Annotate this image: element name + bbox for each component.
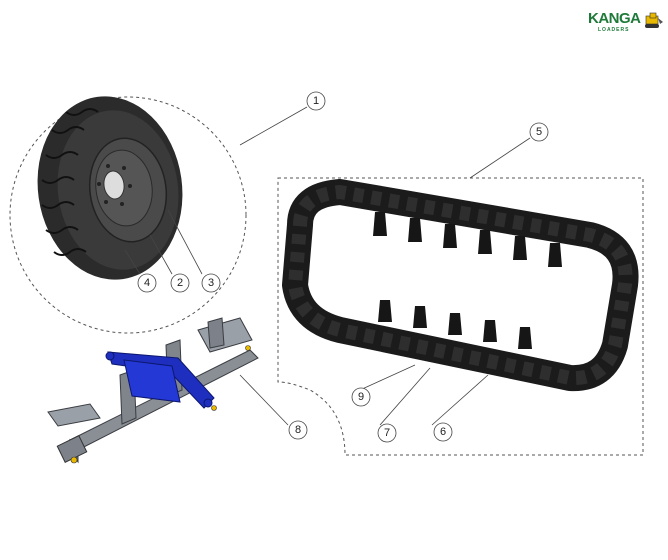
svg-text:7: 7 [384, 427, 390, 439]
callout-1: 1 [306, 91, 326, 111]
svg-text:2: 2 [177, 277, 183, 289]
callout-2: 2 [170, 273, 190, 293]
track-adapter-frame [47, 317, 259, 464]
callout-3: 3 [201, 273, 221, 293]
callout-8: 8 [288, 420, 308, 440]
callout-6: 6 [433, 422, 453, 442]
svg-text:6: 6 [440, 426, 446, 438]
logo-brand: KANGA [588, 10, 641, 27]
callout-5: 5 [529, 122, 549, 142]
hub [103, 170, 125, 200]
svg-text:5: 5 [536, 126, 542, 138]
kanga-logo: KANGA LOADERS [588, 10, 664, 38]
svg-text:4: 4 [144, 277, 150, 289]
loader-icon [645, 12, 663, 28]
track-group-outline [277, 177, 644, 456]
logo-subtitle: LOADERS [598, 27, 630, 33]
svg-text:1: 1 [313, 95, 319, 107]
svg-text:8: 8 [295, 424, 301, 436]
wheel-assembly [37, 96, 183, 280]
callout-9: 9 [351, 387, 371, 407]
leader-lines [124, 106, 531, 426]
callout-7: 7 [377, 423, 397, 443]
svg-text:9: 9 [358, 391, 364, 403]
wheel-group-outline [9, 96, 247, 334]
svg-text:3: 3 [208, 277, 214, 289]
callout-4: 4 [137, 273, 157, 293]
rubber-track [282, 179, 639, 392]
